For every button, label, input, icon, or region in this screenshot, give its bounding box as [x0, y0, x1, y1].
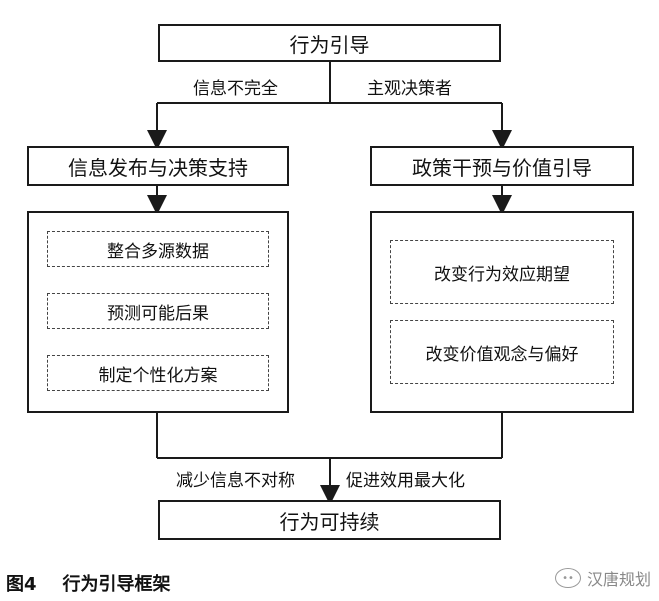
item-change-behavior-expectation: 改变行为效应期望: [390, 240, 614, 304]
step-label: 预测可能后果: [107, 303, 209, 324]
figure-number: 图4: [6, 574, 37, 595]
top-box-behavior-guidance: 行为引导: [158, 24, 501, 62]
wechat-icon: ••: [554, 568, 581, 588]
figure-title: 行为引导框架: [62, 574, 171, 595]
edge-label-subjective-decision-maker: 主观决策者: [367, 79, 452, 99]
step-personalized-plan: 制定个性化方案: [47, 355, 269, 391]
step-label: 制定个性化方案: [98, 365, 218, 386]
edge-label-maximize-utility: 促进效用最大化: [346, 471, 465, 491]
bottom-box-label: 行为可持续: [279, 509, 380, 534]
bottom-box-sustainable-behavior: 行为可持续: [158, 500, 501, 540]
header-policy-value-guidance: 政策干预与价值引导: [370, 146, 634, 186]
right-header-label: 政策干预与价值引导: [412, 155, 592, 180]
step-label: 整合多源数据: [107, 241, 209, 262]
item-label: 改变价值观念与偏好: [425, 344, 579, 365]
item-label: 改变行为效应期望: [434, 264, 570, 285]
header-info-release-decision-support: 信息发布与决策支持: [27, 146, 289, 186]
figure-caption: 图4 行为引导框架: [6, 570, 171, 596]
edge-label-reduce-asymmetry: 减少信息不对称: [176, 471, 295, 491]
step-integrate-data: 整合多源数据: [47, 231, 269, 267]
edge-label-incomplete-info: 信息不完全: [193, 79, 278, 99]
watermark-text: 汉唐规划: [586, 570, 651, 589]
step-predict-outcomes: 预测可能后果: [47, 293, 269, 329]
item-change-values-preferences: 改变价值观念与偏好: [390, 320, 614, 384]
left-header-label: 信息发布与决策支持: [68, 155, 248, 180]
watermark: •• 汉唐规划: [554, 566, 651, 590]
top-box-label: 行为引导: [289, 32, 370, 57]
